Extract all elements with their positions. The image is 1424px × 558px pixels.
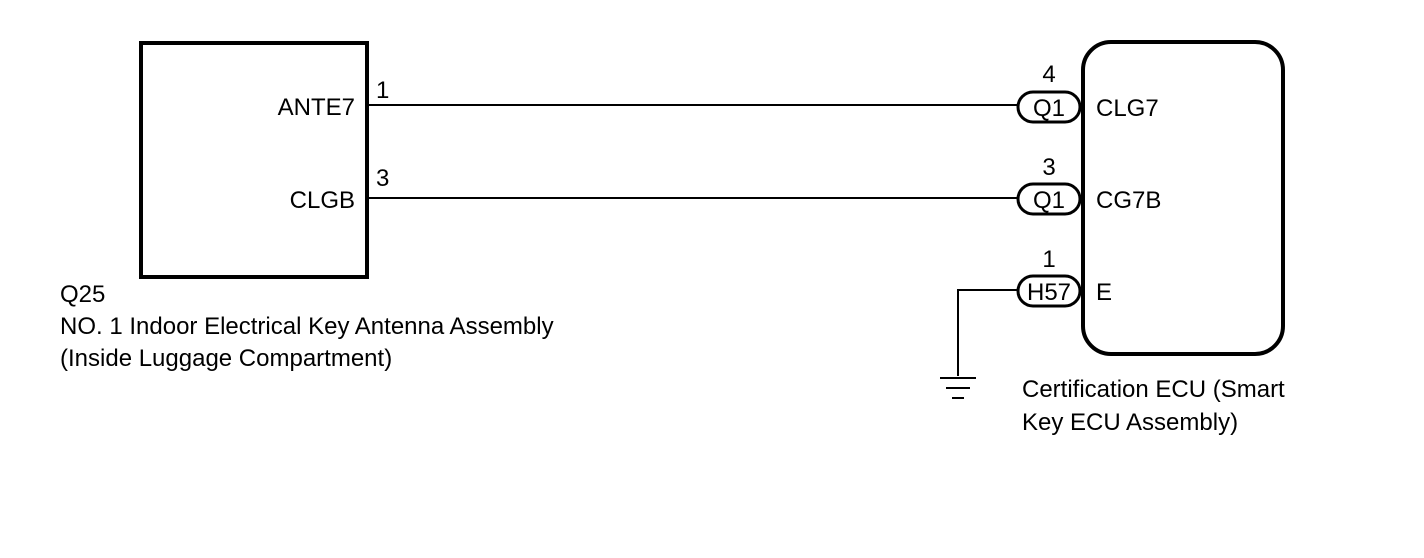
certification-ecu-box [1081, 40, 1285, 356]
left-signal-clgb: CLGB [290, 187, 355, 214]
left-pin-number-1: 1 [376, 77, 389, 104]
right-component-name-line2: Key ECU Assembly) [1022, 409, 1238, 436]
connector-q1-mid-label: Q1 [1033, 187, 1065, 214]
left-component-name-line1: NO. 1 Indoor Electrical Key Antenna Asse… [60, 313, 554, 340]
wire-ground [957, 289, 1018, 376]
right-signal-e: E [1096, 279, 1112, 306]
connector-h57 [1016, 274, 1082, 308]
left-signal-ante7: ANTE7 [278, 94, 355, 121]
connector-q1-mid [1016, 182, 1082, 216]
ground-icon [940, 377, 976, 399]
connector-q1-top-label: Q1 [1033, 95, 1065, 122]
left-component-code: Q25 [60, 281, 105, 308]
right-pin-number-4: 4 [1042, 61, 1055, 88]
connector-q1-top [1016, 90, 1082, 124]
antenna-assembly-box [139, 41, 369, 279]
right-component-name-line1: Certification ECU (Smart [1022, 376, 1285, 403]
right-signal-cg7b: CG7B [1096, 187, 1161, 214]
right-signal-clg7: CLG7 [1096, 95, 1159, 122]
left-component-name-line2: (Inside Luggage Compartment) [60, 345, 392, 372]
connector-h57-label: H57 [1027, 279, 1071, 306]
left-pin-number-3: 3 [376, 165, 389, 192]
right-pin-number-1: 1 [1042, 246, 1055, 273]
right-pin-number-3: 3 [1042, 154, 1055, 181]
